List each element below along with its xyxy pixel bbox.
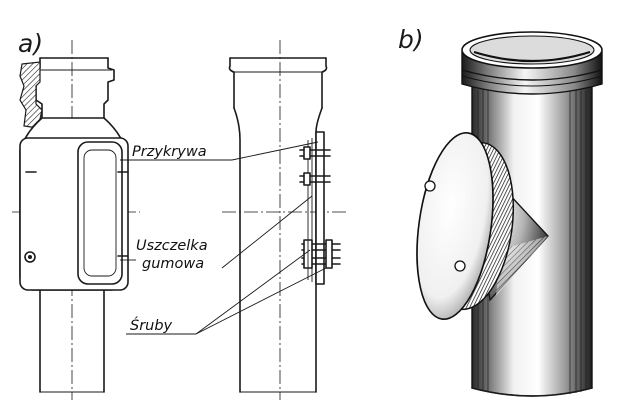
leader-lines [120,141,327,335]
front-view [12,40,140,400]
cap-face [416,131,494,321]
callout-cover: Przykrywa [132,144,207,160]
upper-bolts [299,146,331,186]
pipe-hatching [477,90,587,394]
lower-bolts [301,239,341,269]
callout-gasket-line1: Uszczelka [136,238,208,254]
callout-screws: Śruby [130,316,173,334]
panel-a-label: a) [18,29,43,58]
callout-gasket-line2: gumowa [142,256,204,272]
side-view [222,40,348,400]
cap-hole-top [424,180,436,192]
cap-hole-bottom [454,260,466,272]
socket-section [19,61,43,129]
cover-plate-side [315,131,325,285]
panel-b-label: b) [398,25,424,54]
perspective-view [416,31,603,397]
